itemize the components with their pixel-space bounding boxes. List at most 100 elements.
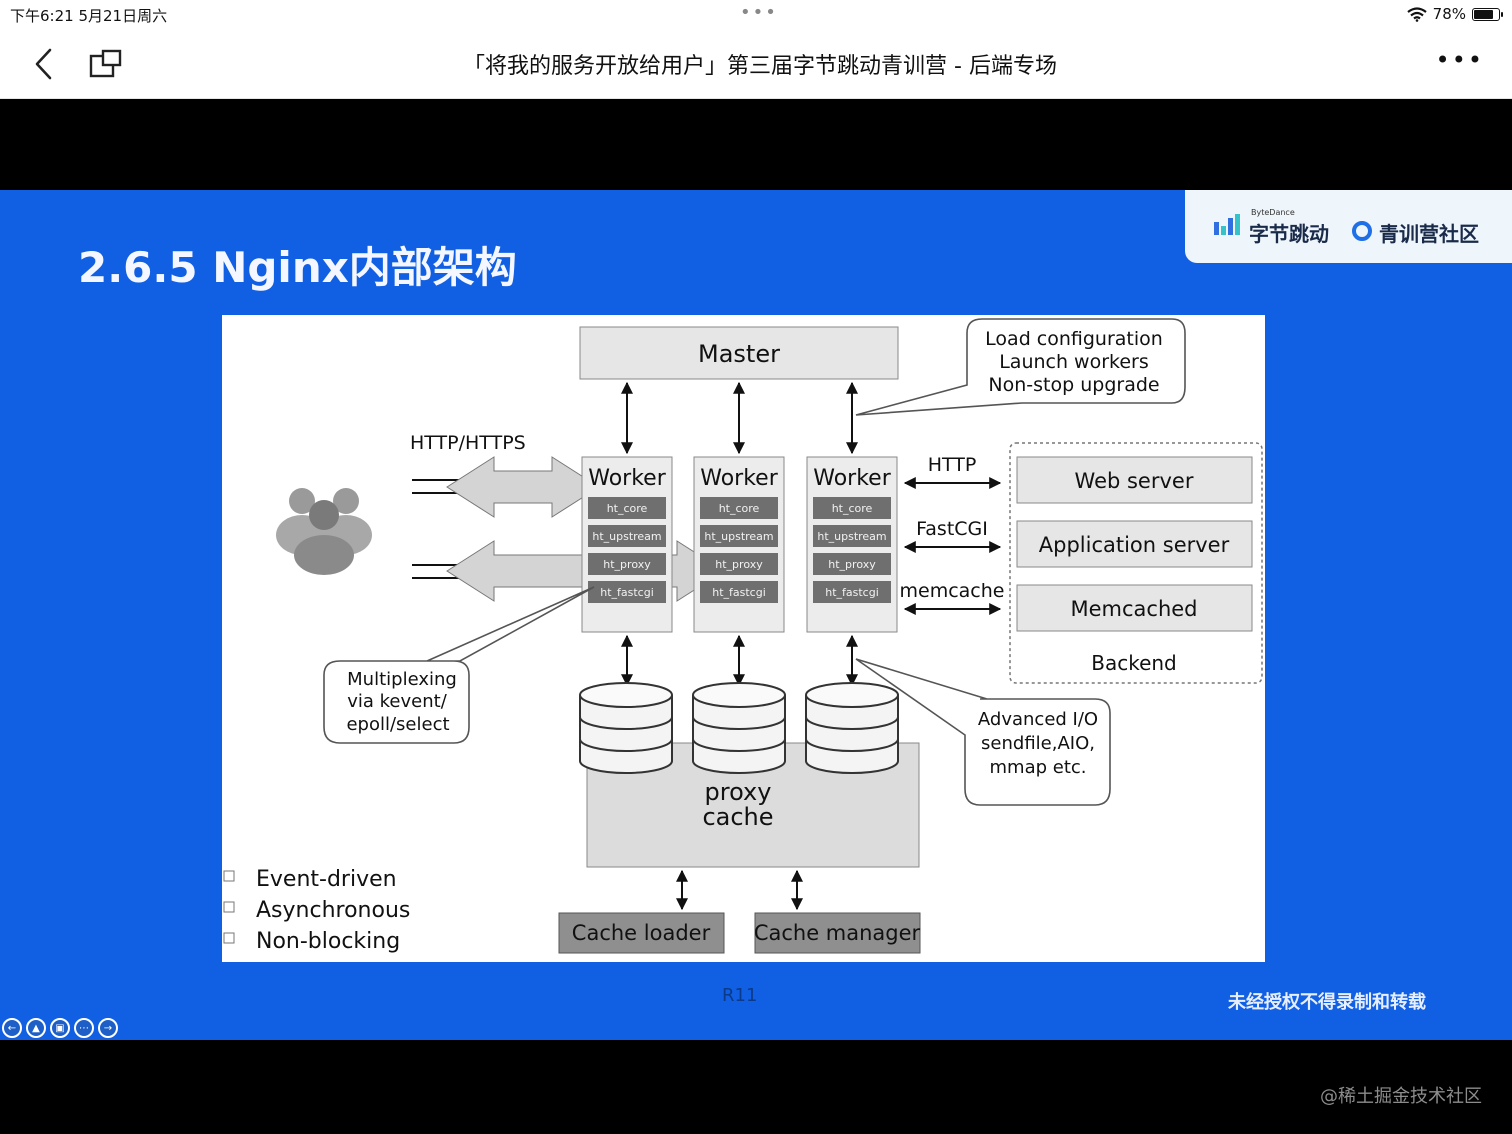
advanced-io-callout [855, 658, 1111, 806]
slide-number: R11 [722, 985, 758, 1006]
disk-cache-2-icon [692, 682, 786, 774]
client-bidirectional-arrow-1 [446, 456, 600, 518]
backend-memcached-box [1016, 584, 1253, 632]
worker-2-module-label: ht_upstream [704, 530, 773, 543]
diagram-svg: Master Load configuration Launch workers… [223, 318, 1263, 954]
multiplexing-callout [323, 586, 595, 744]
worker-1-module-label: ht_upstream [592, 530, 661, 543]
worker-3-module-label: ht_core [832, 502, 873, 515]
slide-controls: ← ▲ ▣ ⋯ → [2, 1018, 118, 1038]
worker-2-module-label: ht_core [719, 502, 760, 515]
worker-1-module-label: ht_fastcgi [600, 586, 654, 599]
back-chevron-icon[interactable] [28, 44, 62, 84]
battery-percent: 78% [1432, 5, 1466, 23]
more-options-icon[interactable]: ••• [1435, 46, 1484, 74]
feature-bullet-icon [223, 932, 235, 944]
worker-3-module [813, 553, 891, 575]
disk-cache-3-icon [805, 682, 899, 774]
feature-asynchronous: Asynchronous [256, 898, 410, 923]
worker-1-module [588, 581, 666, 603]
multiplexing-callout-line2: via kevent/ [347, 691, 447, 712]
advanced-io-callout-line3: mmap etc. [990, 757, 1087, 778]
community-logo-icon [1352, 221, 1372, 241]
wifi-icon [1406, 6, 1427, 22]
worker-2-module-label: ht_proxy [715, 558, 763, 571]
battery-icon [1472, 7, 1503, 21]
backend-application-server-box [1016, 520, 1253, 568]
feature-bullet-icon [223, 901, 235, 913]
proxy-cache-label-2: cache [702, 803, 773, 831]
captions-icon[interactable]: ▣ [50, 1018, 70, 1038]
brand-badge: ByteDance 字节跳动 青训营社区 [1185, 190, 1512, 263]
next-slide-icon[interactable]: → [98, 1018, 118, 1038]
floating-window-icon[interactable] [88, 48, 124, 80]
worker-1-module [588, 497, 666, 519]
master-callout-line2: Launch workers [999, 351, 1149, 373]
master-callout [855, 318, 1186, 416]
worker-1-label: Worker [588, 466, 666, 491]
multiplexing-callout-line1: Multiplexing [347, 669, 457, 690]
status-time: 下午6:21 5月21日周六 [10, 7, 168, 25]
worker-2-label: Worker [700, 466, 778, 491]
cache-loader-box [558, 912, 725, 954]
pen-tool-icon[interactable]: ▲ [26, 1018, 46, 1038]
advanced-io-callout-line2: sendfile,AIO, [981, 733, 1095, 754]
worker-3-module [813, 525, 891, 547]
worker-2-module [700, 525, 778, 547]
backend-memcached-label: Memcached [1070, 597, 1197, 621]
advanced-io-callout-line1: Advanced I/O [978, 709, 1098, 730]
cache-manager-box [754, 912, 921, 954]
copyright-notice: 未经授权不得录制和转载 [1228, 992, 1426, 1013]
backend-application-server-label: Application server [1039, 533, 1230, 557]
worker-3-module-label: ht_upstream [817, 530, 886, 543]
worker-3-module-label: ht_proxy [828, 558, 876, 571]
protocol-memcache-label: memcache [900, 580, 1005, 602]
multitask-dots-icon[interactable]: ••• [740, 2, 778, 23]
master-box [579, 326, 899, 380]
protocol-fastcgi-label: FastCGI [916, 518, 988, 540]
cache-manager-label: Cache manager [754, 921, 921, 945]
nav-bar: 「将我的服务开放给用户」第三届字节跳动青训营 - 后端专场 ••• [0, 30, 1512, 99]
feature-event-driven: Event-driven [256, 867, 397, 892]
brand-small-text: ByteDance [1251, 208, 1295, 217]
worker-2-module [700, 581, 778, 603]
more-controls-icon[interactable]: ⋯ [74, 1018, 94, 1038]
multiplexing-callout-line3: epoll/select [346, 714, 449, 735]
worker-2-module-label: ht_fastcgi [712, 586, 766, 599]
protocol-http-label: HTTP [928, 454, 977, 476]
cache-loader-label: Cache loader [572, 921, 711, 945]
page-title: 「将我的服务开放给用户」第三届字节跳动青训营 - 后端专场 [463, 54, 1057, 79]
client-protocol-label: HTTP/HTTPS [410, 432, 526, 454]
previous-slide-icon[interactable]: ← [2, 1018, 22, 1038]
worker-3-module [813, 497, 891, 519]
worker-3-label: Worker [813, 466, 891, 491]
worker-1-module [588, 525, 666, 547]
master-callout-line3: Non-stop upgrade [988, 374, 1159, 396]
slide-title: 2.6.5 Nginx内部架构 [78, 243, 517, 292]
worker-3-module-label: ht_fastcgi [825, 586, 879, 599]
backend-group [1009, 442, 1263, 684]
worker-1-module-label: ht_core [607, 502, 648, 515]
status-right: 78% [1406, 5, 1503, 23]
master-label: Master [698, 340, 780, 368]
feature-bullet-icon [223, 870, 235, 882]
status-bar: 下午6:21 5月21日周六 ••• 78% [0, 0, 1512, 30]
nginx-architecture-diagram: Master Load configuration Launch workers… [222, 315, 1265, 962]
worker-2-module [700, 553, 778, 575]
backend-web-server-box [1016, 456, 1253, 504]
users-icon [276, 488, 372, 575]
community-name: 青训营社区 [1379, 222, 1479, 246]
proxy-cache-label-1: proxy [705, 778, 772, 806]
disk-cache-1-icon [579, 682, 673, 774]
backend-web-server-label: Web server [1075, 469, 1194, 493]
worker-1-module [588, 553, 666, 575]
brand-name: 字节跳动 [1249, 222, 1329, 246]
watermark: @稀土掘金技术社区 [1320, 1086, 1482, 1107]
worker-3-module [813, 581, 891, 603]
slide: 2.6.5 Nginx内部架构 ByteDance 字节跳动 青训营社区 Mas… [0, 190, 1512, 1040]
backend-group-label: Backend [1091, 651, 1177, 675]
master-callout-line1: Load configuration [985, 328, 1163, 350]
worker-1-module-label: ht_proxy [603, 558, 651, 571]
worker-2-module [700, 497, 778, 519]
feature-non-blocking: Non-blocking [256, 929, 400, 954]
